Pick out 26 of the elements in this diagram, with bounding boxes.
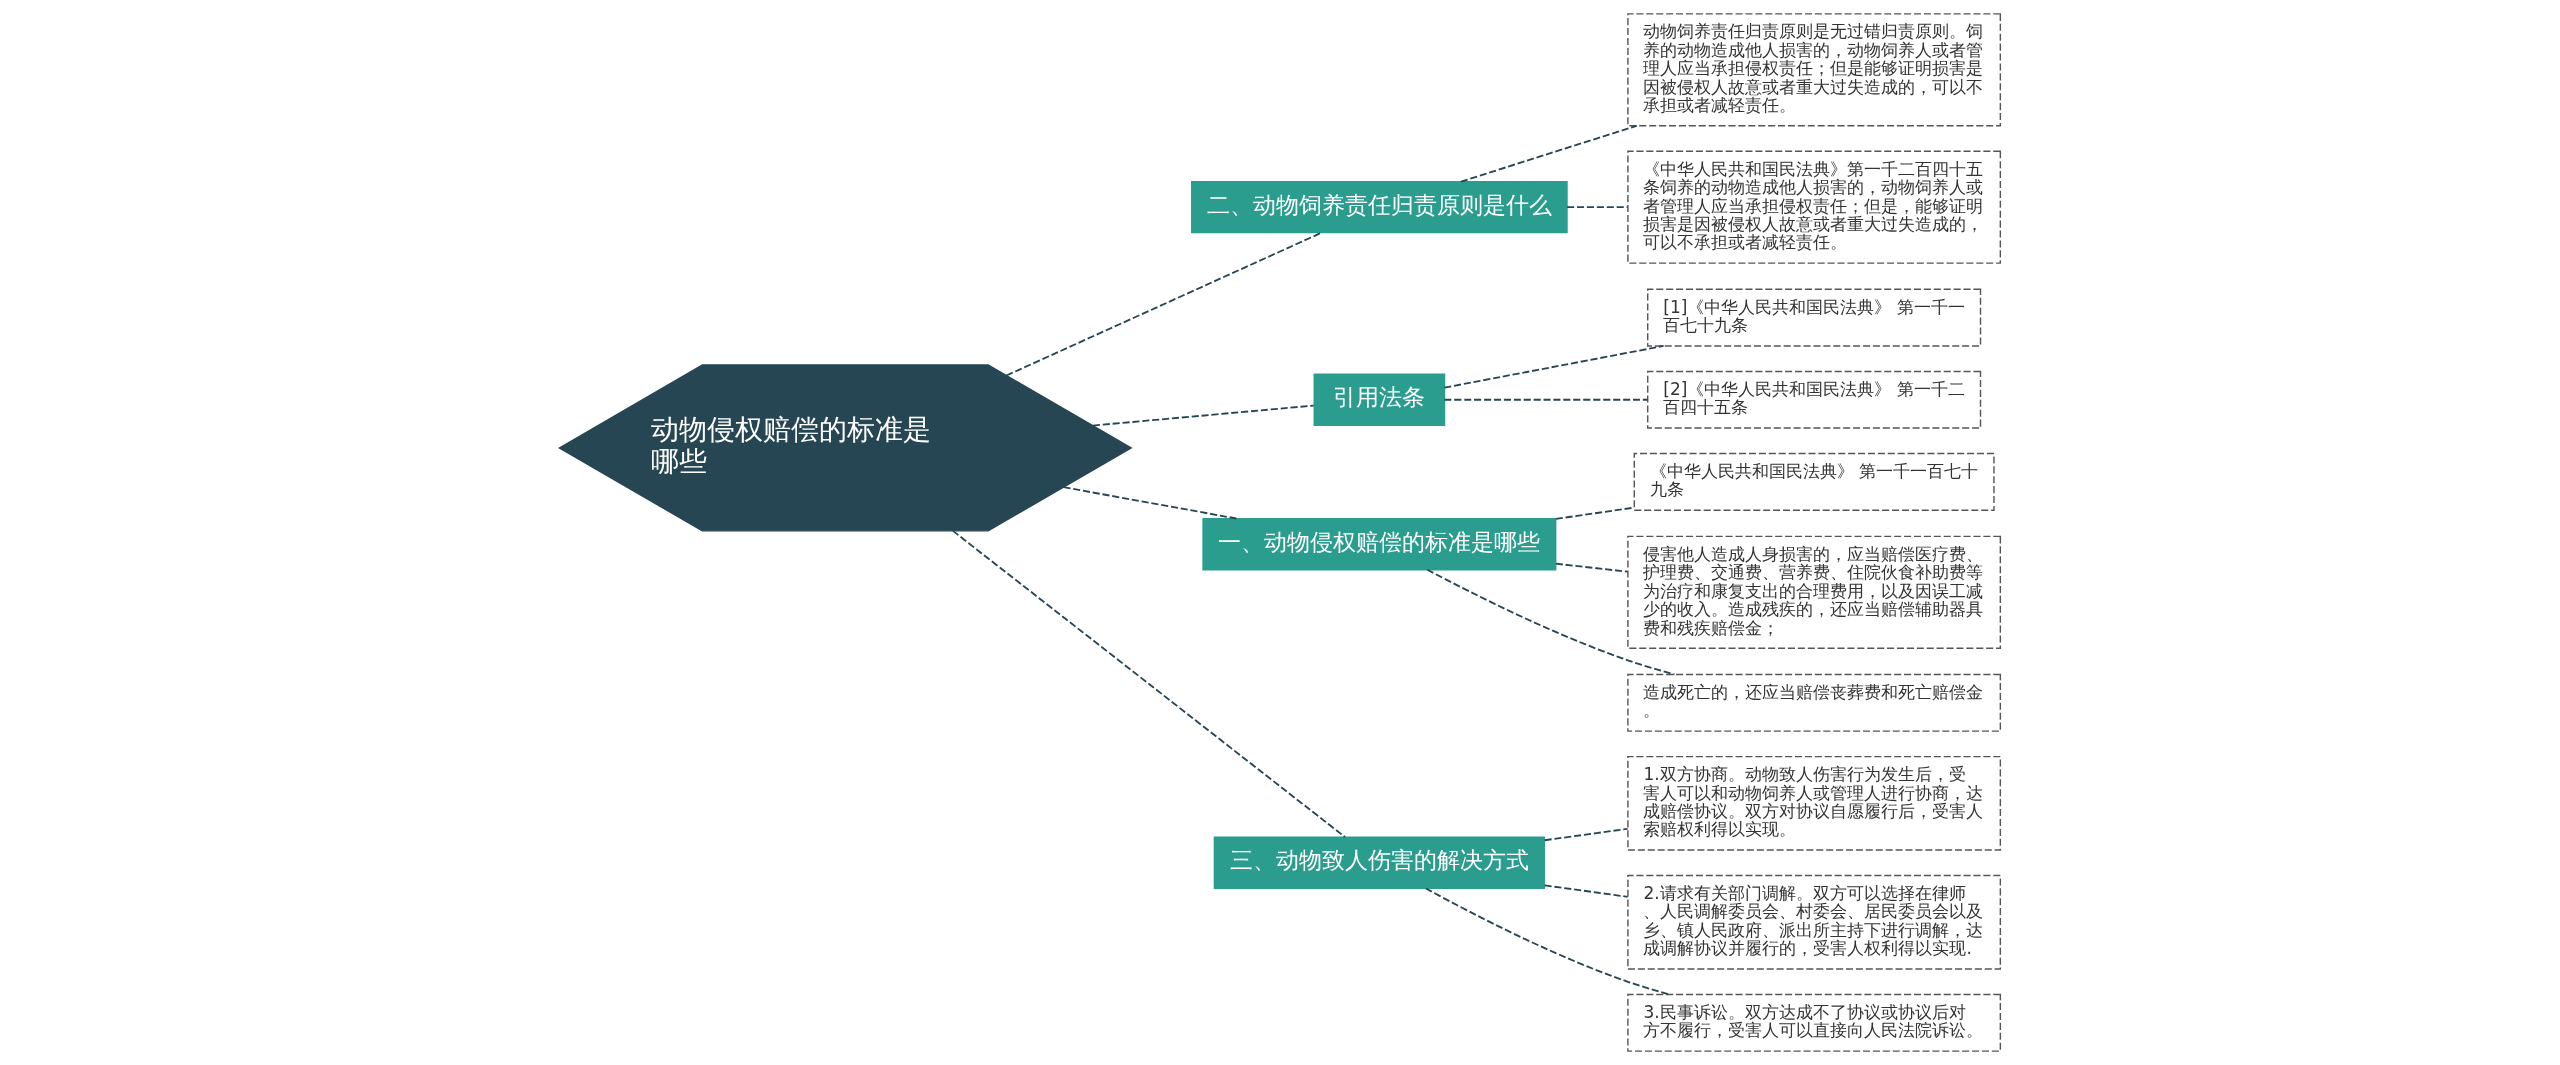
node-box: [1]《中华人民共和国民法典》 第一千一百七十九条 [1647, 288, 1982, 347]
node-box: 《中华人民共和国民法典》 第一千一百七十九条 [1633, 452, 1995, 511]
node-box: 《中华人民共和国民法典》第一千二百四十五条饲养的动物造成他人损害的，动物饲养人或者管理人应当承担侵权责任；但是，能够证明损害是因被侵权人故意或者重大过失造成的，可以不承担或者减轻责任。 [1627, 150, 2002, 264]
connector [1543, 884, 1629, 898]
connector [1554, 562, 1629, 573]
connector [1443, 345, 1665, 389]
connector [1062, 486, 1238, 520]
node-box: [2]《中华人民共和国民法典》 第一千二百四十五条 [1647, 370, 1982, 429]
connector [1005, 231, 1323, 377]
node-box: 侵害他人造成人身损害的，应当赔偿医疗费、护理费、交通费、营养费、住院伙食补助费等为治疗和康复支出的合理费用，以及因误工减少的收入。造成残疾的，还应当赔偿辅助器具费和残疾赔偿金； [1627, 535, 2002, 649]
connector [1543, 827, 1629, 842]
node-box: 二、动物饲养责任归责原则是什么 [1191, 180, 1568, 234]
node-box: 造成死亡的，还应当赔偿丧葬费和死亡赔偿金。 [1627, 673, 2002, 732]
node-box: 2.请求有关部门调解。双方可以选择在律师、人民调解委员会、村委会、居民委员会以及乡、镇人民政府、派出所主持下进行调解，达成调解协议并履行的，受害人权利得以实现. [1627, 874, 2002, 970]
connector [1443, 398, 1649, 401]
node-box: 1.双方协商。动物致人伤害行为发生后，受害人可以和动物饲养人或管理人进行协商，达成赔偿协议。双方对协议自愿履行后，受害人索赔权利得以实现。 [1627, 755, 2002, 851]
connector [1091, 404, 1315, 427]
node-box: 3.民事诉讼。双方达成不了协议或协议后对方不履行，受害人可以直接向人民法院诉讼。 [1627, 993, 2002, 1052]
connector [1460, 124, 1638, 183]
node-box: 引用法条 [1313, 373, 1446, 426]
node-box: 三、动物致人伤害的解决方式 [1213, 836, 1546, 889]
node-box: 一、动物侵权赔偿的标准是哪些 [1202, 518, 1557, 571]
node-box: 动物饲养责任归责原则是无过错归责原则。饲养的动物造成他人损害的，动物饲养人或者管理人应当承担侵权责任；但是能够证明损害是因被侵权人故意或者重大过失造成的，可以不承担或者减轻责任。 [1627, 13, 2002, 127]
connector [1566, 206, 1629, 209]
connector [952, 529, 1346, 838]
connector [1554, 506, 1635, 520]
